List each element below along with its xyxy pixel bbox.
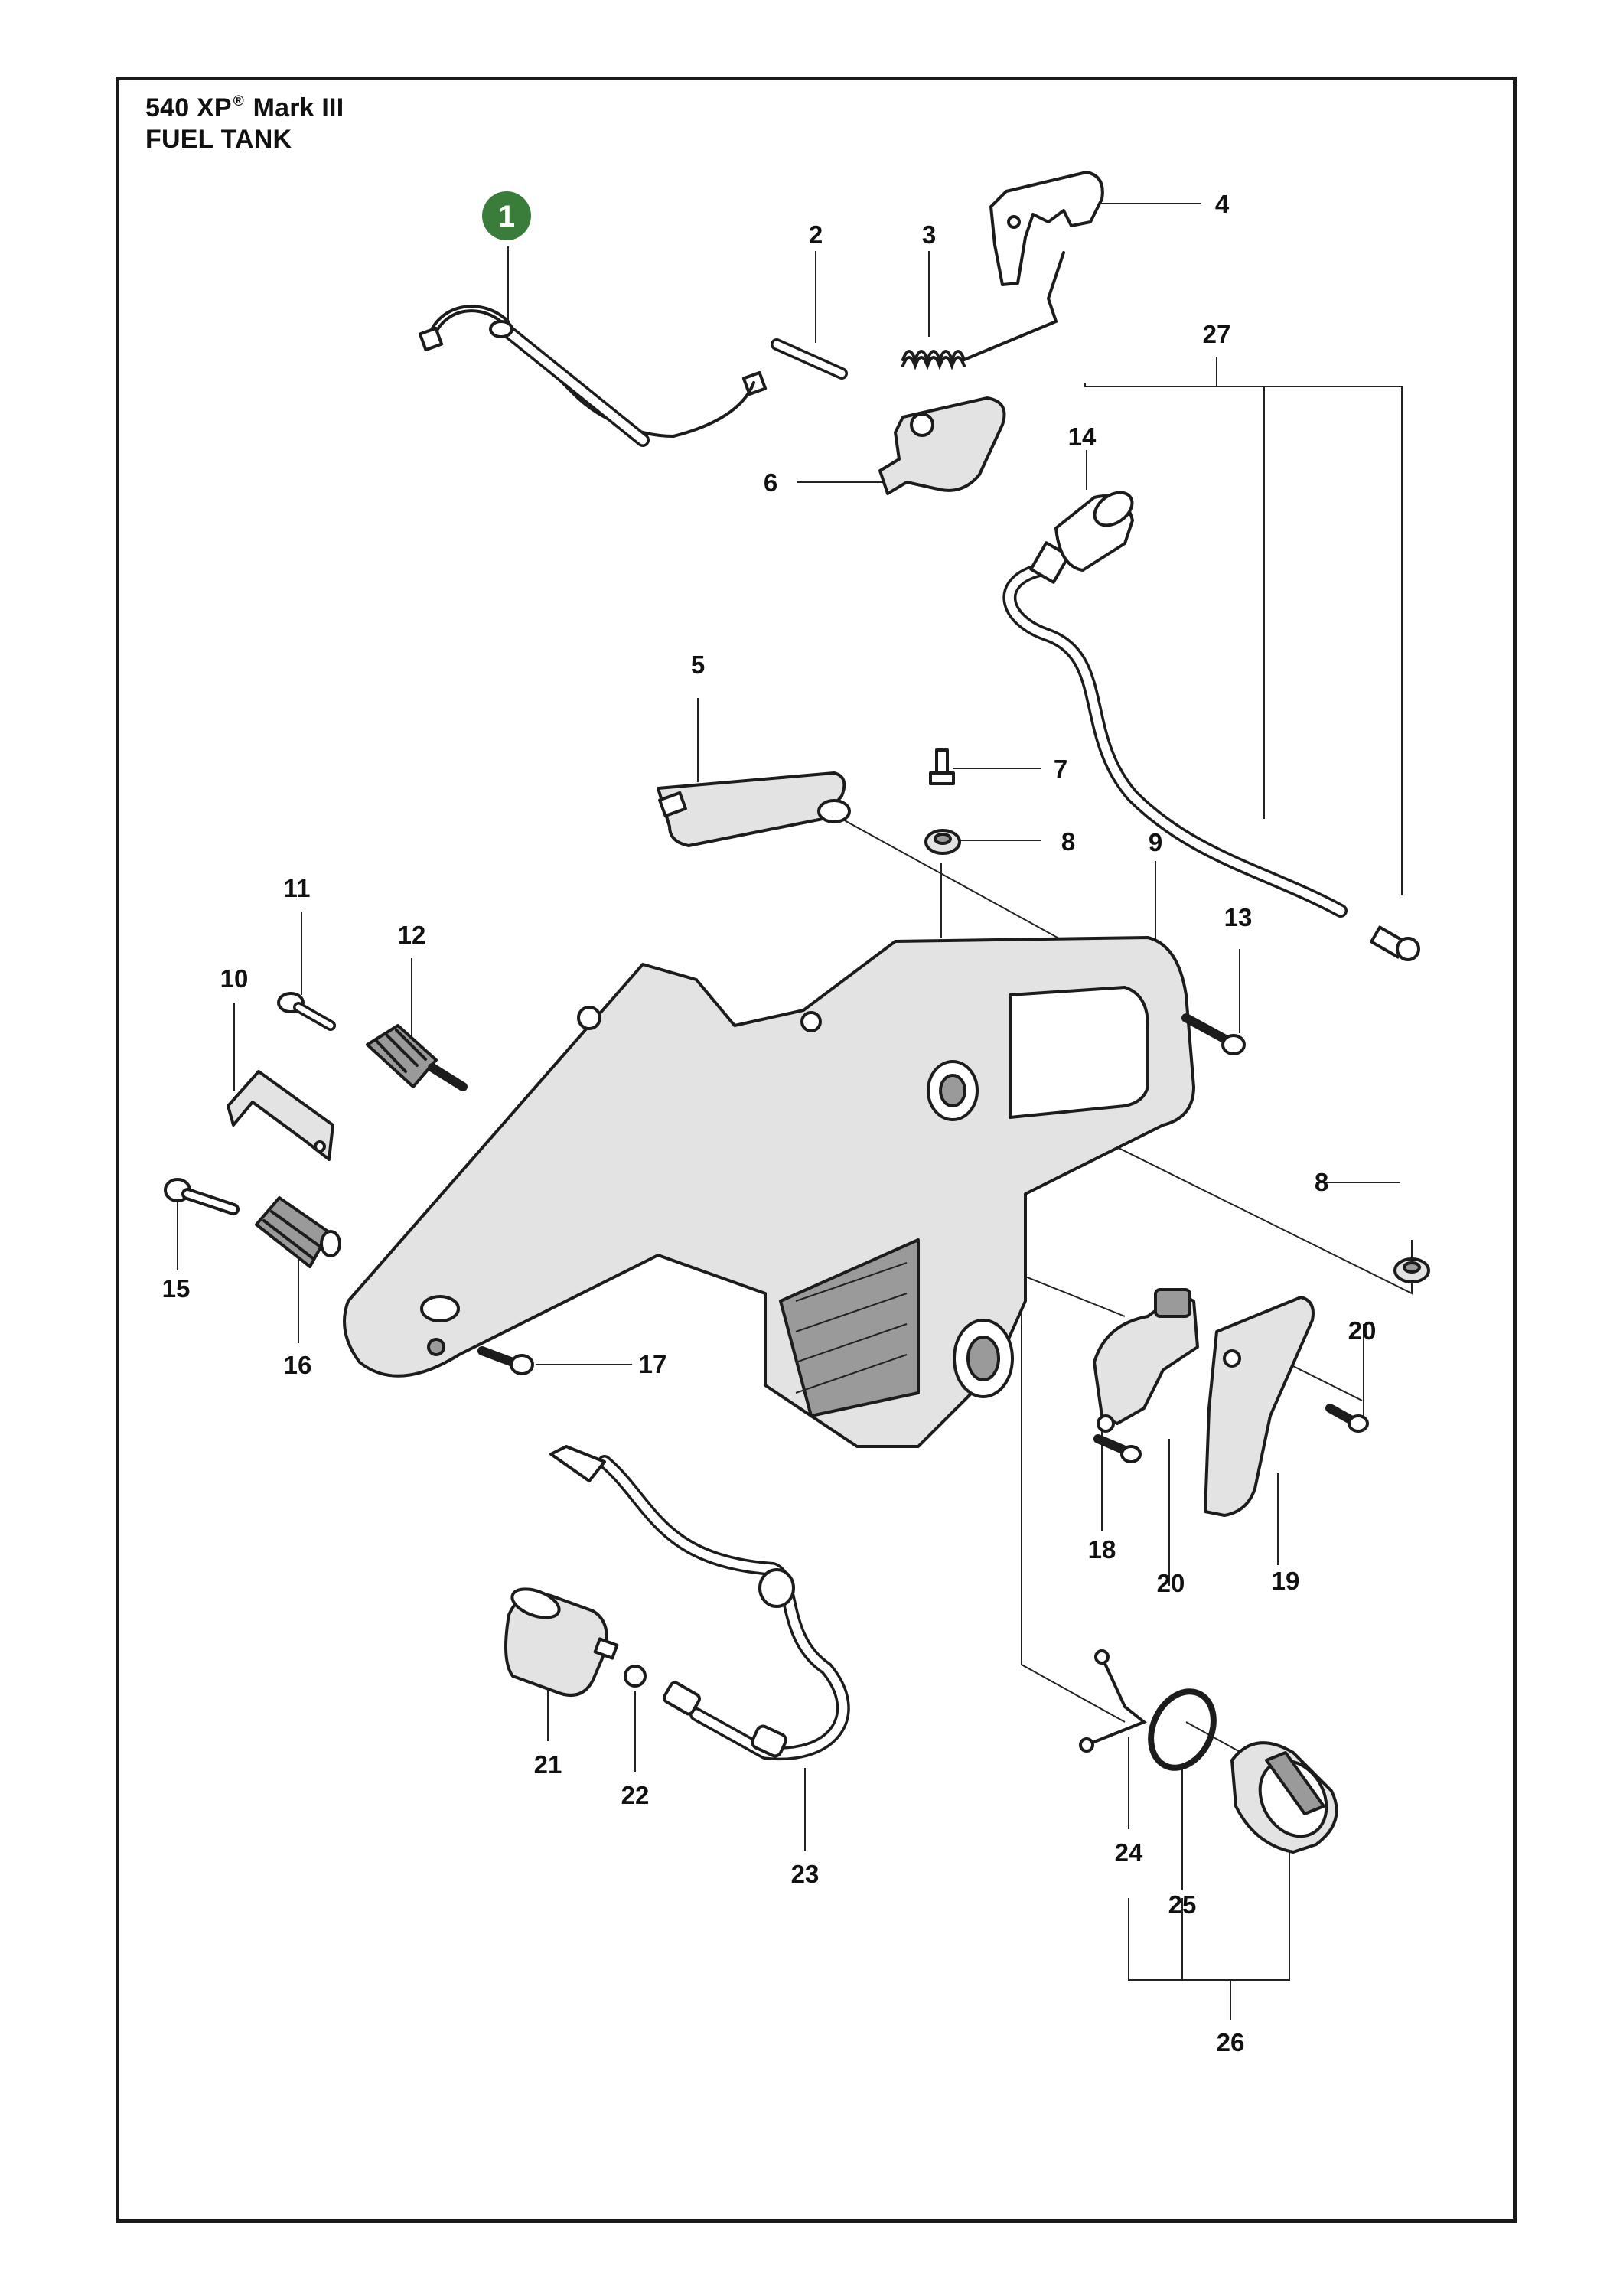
callout-19: 19	[1272, 1567, 1300, 1595]
callout-5: 5	[691, 651, 705, 679]
callout-15: 15	[162, 1274, 191, 1303]
callout-20-right: 20	[1348, 1316, 1377, 1345]
part-21-fuel-filter	[504, 1587, 619, 1697]
callout-14: 14	[1068, 422, 1097, 451]
callout-12: 12	[398, 921, 426, 949]
part-17-screw	[477, 1346, 534, 1375]
callout-11: 11	[284, 874, 311, 902]
diagram-frame	[116, 77, 1517, 2223]
callout-8-top: 8	[1061, 827, 1075, 856]
section-title: FUEL TANK	[145, 125, 292, 154]
callout-25: 25	[1168, 1890, 1197, 1919]
part-25-o-ring	[1148, 1688, 1217, 1771]
part-23-fuel-hose	[549, 1445, 850, 1761]
callout-10: 10	[220, 964, 249, 993]
callout-9: 9	[1149, 828, 1162, 856]
callout-2: 2	[809, 220, 823, 249]
callout-27: 27	[1203, 320, 1231, 348]
callout-17: 17	[639, 1350, 667, 1378]
part-12-av-spring	[366, 1024, 468, 1091]
part-13-screw	[1181, 1013, 1246, 1055]
callout-26: 26	[1217, 2028, 1245, 2056]
callout-13: 13	[1224, 903, 1253, 931]
callout-21: 21	[534, 1750, 562, 1779]
part-6-throttle-lock	[878, 396, 1006, 495]
part-14-27-vent-filter-hose	[1002, 491, 1420, 961]
leader-lines	[177, 203, 1413, 2020]
part-1-highlight-badge: 1	[482, 191, 531, 240]
callout-labels: 2 3 4 5 6 7 8 8 9 10 11 12 13 14 15 16 1…	[162, 190, 1377, 2056]
part-26-fuel-cap	[1230, 1741, 1338, 1854]
part-9-fuel-tank-handle	[343, 936, 1195, 1448]
part-24-cap-retainer	[1079, 1649, 1147, 1753]
badge-number: 1	[498, 200, 515, 233]
callout-23: 23	[791, 1860, 820, 1888]
part-16-av-spring	[255, 1196, 341, 1268]
part-7-nipple	[929, 748, 955, 785]
callout-20-lower: 20	[1157, 1569, 1185, 1597]
registered-mark: ®	[233, 93, 244, 109]
badge-circle	[482, 191, 531, 240]
callout-3: 3	[922, 220, 936, 249]
model-title: 540 XP® Mark III	[145, 93, 344, 123]
part-10-bracket-plate	[227, 1070, 334, 1161]
part-18-holder	[1093, 1288, 1199, 1433]
callout-8-right: 8	[1315, 1168, 1328, 1196]
callout-6: 6	[764, 468, 777, 497]
callout-18: 18	[1088, 1535, 1116, 1564]
callout-16: 16	[284, 1351, 312, 1379]
callout-24: 24	[1115, 1838, 1143, 1867]
part-15-screw	[164, 1178, 240, 1215]
part-1-wiring-harness	[418, 305, 768, 447]
part-5-bracket	[657, 771, 851, 847]
part-19-cover	[1204, 1296, 1315, 1517]
callout-22: 22	[621, 1781, 650, 1809]
part-11-screw	[277, 992, 336, 1031]
part-20-screws	[1093, 1404, 1369, 1463]
part-4-throttle-trigger	[989, 171, 1104, 286]
callout-7: 7	[1054, 755, 1067, 783]
model-name: 540 XP	[145, 93, 232, 122]
part-3-torsion-spring	[901, 251, 1065, 370]
model-variant: Mark III	[253, 93, 344, 122]
callout-4: 4	[1215, 190, 1230, 218]
part-22-clip	[624, 1665, 647, 1688]
part-8-grommets	[924, 829, 1430, 1283]
part-2-pin	[771, 338, 848, 380]
